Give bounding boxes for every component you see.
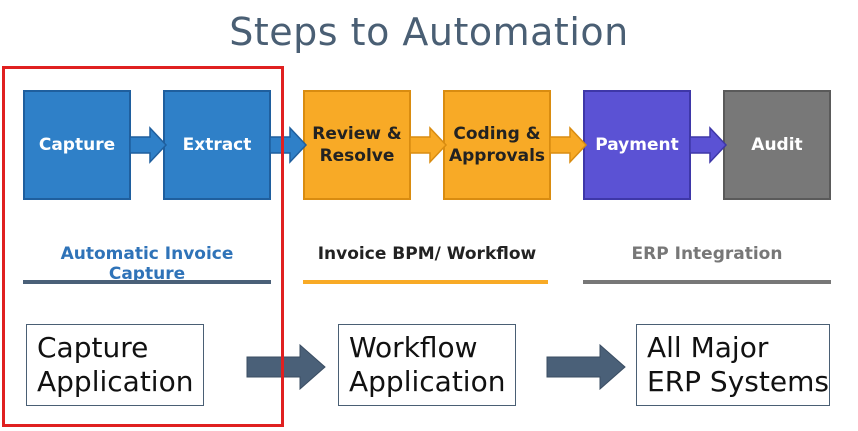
step-audit: Audit <box>723 90 831 200</box>
erp-systems-line-1: All Major <box>647 331 769 364</box>
arrow-right-icon <box>409 126 448 164</box>
capture-application-line-1: Capture <box>37 331 149 364</box>
step-payment: Payment <box>583 90 691 200</box>
step-payment-label: Payment <box>595 135 679 155</box>
step-review-label-line-2: Resolve <box>319 146 395 166</box>
section-divider-workflow <box>303 280 548 284</box>
section-divider-capture <box>23 280 271 284</box>
erp-systems-line-2: ERP Systems <box>647 365 829 398</box>
page-title: Steps to Automation <box>229 10 629 54</box>
section-label-workflow: Invoice BPM/ Workflow <box>317 244 537 264</box>
step-capture-label: Capture <box>38 135 116 155</box>
capture-application-box: Capture Application <box>26 324 204 406</box>
step-capture: Capture <box>23 90 131 200</box>
step-coding-approvals: Coding & Approvals <box>443 90 551 200</box>
erp-systems-box: All Major ERP Systems <box>636 324 830 406</box>
arrow-right-icon <box>689 126 728 164</box>
arrow-right-icon <box>546 344 626 390</box>
step-coding-label-line-1: Coding & <box>453 124 541 144</box>
step-review-label-line-1: Review & <box>312 124 402 144</box>
arrow-right-icon <box>269 126 308 164</box>
section-label-erp: ERP Integration <box>631 244 783 264</box>
arrow-right-icon <box>129 126 168 164</box>
workflow-application-line-2: Application <box>349 365 506 398</box>
arrow-right-icon <box>549 126 588 164</box>
step-extract-label: Extract <box>182 135 252 155</box>
arrow-right-icon <box>246 344 326 390</box>
highlight-rectangle <box>2 66 284 427</box>
step-review-resolve: Review & Resolve <box>303 90 411 200</box>
workflow-application-line-1: Workflow <box>349 331 478 364</box>
workflow-application-box: Workflow Application <box>338 324 516 406</box>
section-label-capture: Automatic Invoice Capture <box>60 244 234 284</box>
step-coding-label-line-2: Approvals <box>448 146 546 166</box>
step-audit-label: Audit <box>751 135 803 155</box>
capture-application-line-2: Application <box>37 365 194 398</box>
section-divider-erp <box>583 280 831 284</box>
